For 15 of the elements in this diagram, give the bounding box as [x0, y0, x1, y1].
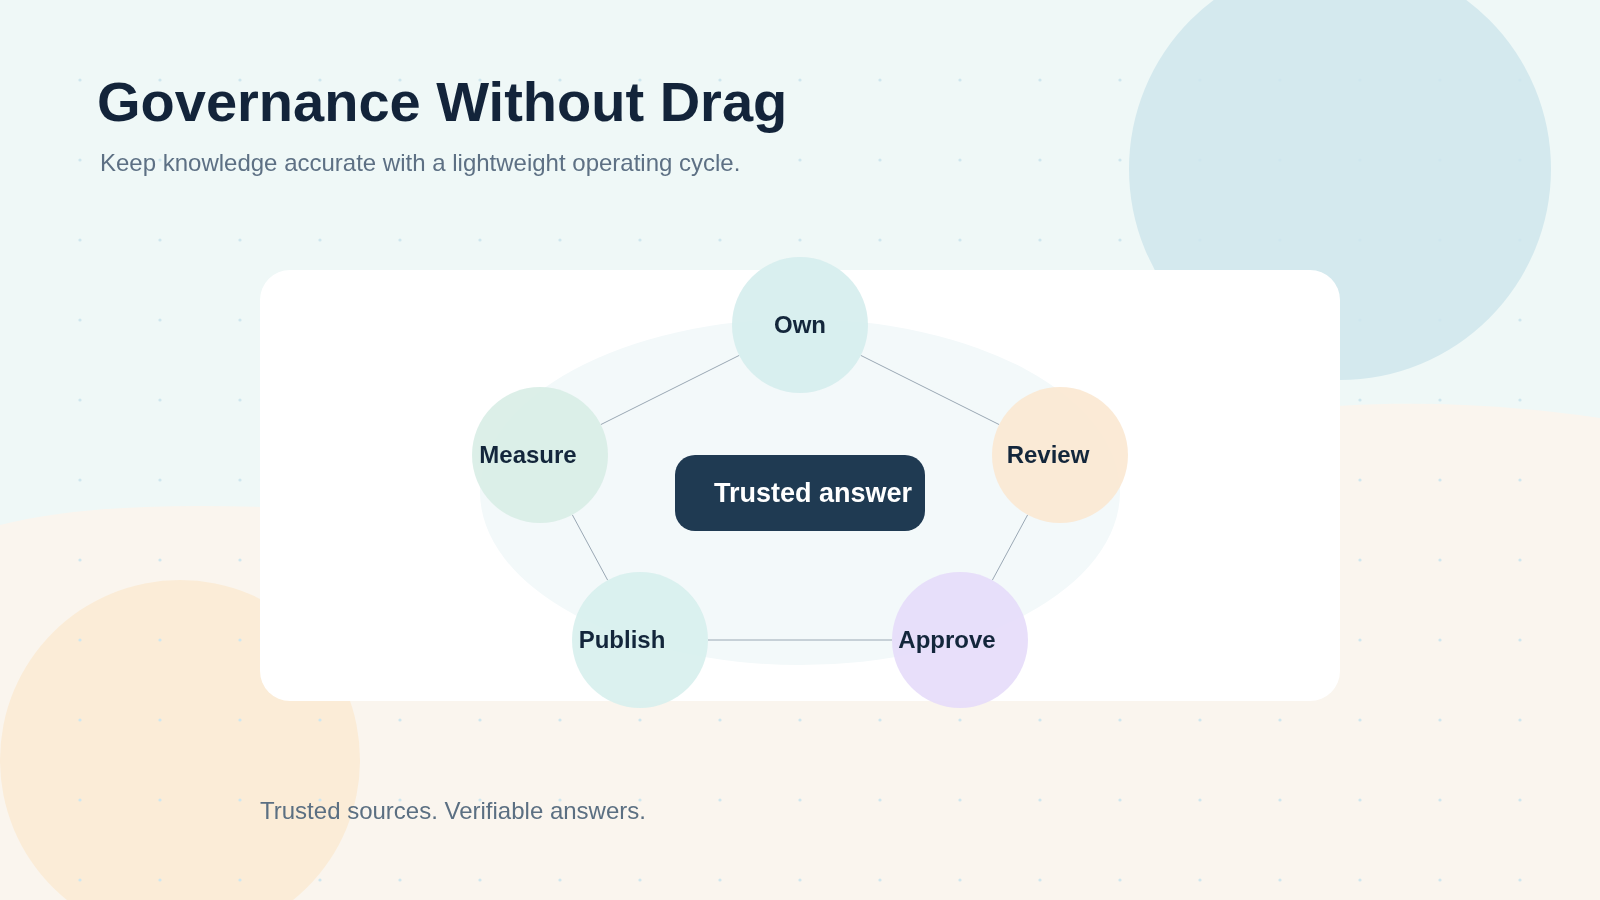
center-label: Trusted answer — [714, 476, 913, 510]
title: Governance Without Drag — [97, 69, 788, 135]
stage-label: Approve — [898, 625, 996, 655]
connector-line — [707, 639, 893, 641]
connector-line — [571, 514, 609, 581]
tagline: Trusted sources. Verifiable answers. — [260, 797, 646, 826]
stage-label: Review — [1006, 440, 1090, 470]
subtitle: Keep knowledge accurate with a lightweight operating cycle. — [100, 149, 741, 178]
stage-label: Measure — [479, 440, 577, 470]
connector-line — [600, 354, 740, 426]
connector-line — [860, 354, 1000, 426]
stage-label: Publish — [578, 625, 666, 655]
connector-line — [991, 514, 1029, 581]
stage-label: Own — [774, 310, 826, 340]
center-box — [675, 455, 925, 531]
